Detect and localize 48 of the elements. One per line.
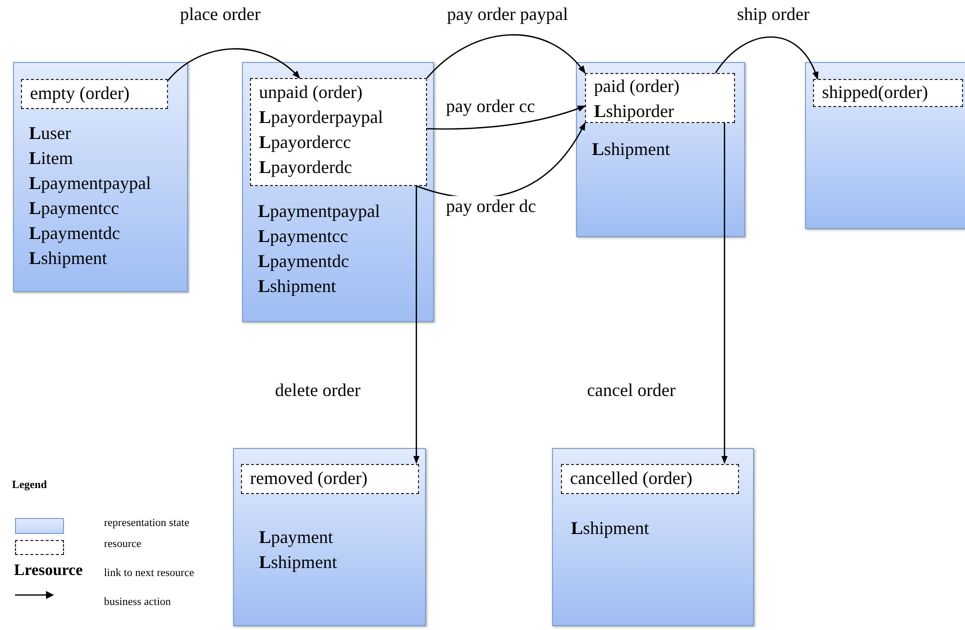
resource-box (561, 464, 739, 494)
legend-text: link to next resource (104, 567, 194, 579)
resource-name: shipped(order) (822, 81, 928, 104)
link-text: Lshipment (571, 517, 650, 540)
edge-label: pay order dc (444, 196, 538, 217)
link-text: Lpayorderdc (259, 156, 352, 179)
link-text: Litem (29, 147, 74, 170)
resource-box (250, 78, 427, 186)
link-text: Lshipment (29, 247, 108, 270)
resource-box (21, 79, 168, 109)
resource-name: empty (order) (30, 82, 130, 105)
link-text: Lpayment (259, 526, 333, 549)
link-text: Lpaymentdc (29, 222, 120, 245)
arrow (426, 34, 586, 78)
link-text: Lshipment (592, 138, 670, 161)
state-panel (242, 62, 434, 322)
resource-box (585, 73, 735, 123)
legend-text: resource (104, 538, 142, 550)
legend-text: business action (104, 596, 171, 608)
link-text: Lshiporder (594, 100, 674, 123)
arrow (427, 105, 586, 130)
state-panel (576, 62, 745, 237)
link-text: Lpayorderpaypal (259, 106, 383, 129)
link-text: Lpaymentdc (258, 250, 349, 273)
arrow (413, 186, 420, 464)
link-text: Lshipment (259, 551, 338, 574)
link-text: Lshipment (258, 275, 336, 298)
state-panel (805, 62, 965, 229)
legend-text: representation state (104, 517, 190, 529)
arrow (721, 123, 728, 464)
resource-name: removed (order) (250, 467, 368, 490)
state-panel (13, 62, 188, 292)
resource-box (241, 464, 419, 494)
link-text: Lpaymentcc (29, 197, 119, 220)
resource-name: paid (order) (594, 75, 680, 98)
arrow (168, 48, 300, 81)
state-panel (233, 448, 426, 626)
link-text: Lpaymentpaypal (29, 172, 151, 195)
legend-sample-text: Lresource (14, 562, 83, 580)
legend-title: Legend (12, 479, 47, 491)
resource-name: cancelled (order) (570, 467, 692, 490)
link-text: Lpayordercc (259, 131, 351, 154)
resource-box (813, 79, 963, 107)
resource-name: unpaid (order) (259, 81, 362, 104)
link-text: Lpaymentcc (258, 225, 348, 248)
link-text: Lpaymentpaypal (258, 200, 380, 223)
state-panel (552, 448, 754, 626)
link-text: Luser (29, 122, 72, 145)
